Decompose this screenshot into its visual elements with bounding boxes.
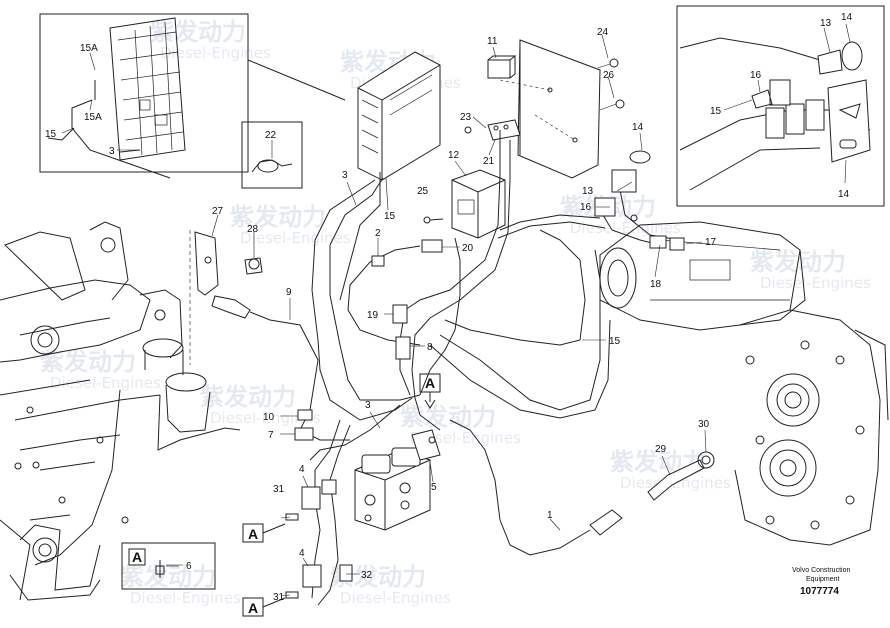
- callout-14: 14: [632, 122, 644, 133]
- callout-4: 4: [299, 464, 305, 475]
- callout-3: 3: [365, 400, 371, 411]
- callout-31: 31: [273, 484, 285, 495]
- callout-5: 5: [431, 482, 437, 493]
- legend-box-a: [121, 542, 216, 590]
- relay-box: [423, 169, 506, 239]
- callout-11: 11: [487, 36, 498, 47]
- callout-16: 16: [580, 202, 592, 213]
- callout-15: 15: [45, 129, 57, 140]
- callout-14: 14: [838, 189, 850, 200]
- watermark-brand: 紫发动力: [230, 203, 326, 231]
- valve-block: [354, 429, 441, 531]
- callout-13: 13: [820, 18, 832, 29]
- footer: Volvo Construction Equipment 1077774: [792, 567, 850, 597]
- watermark-sub: Diesel-Engines: [410, 429, 521, 447]
- watermark-layer: 紫发动力 Diesel-Engines 紫发动力 Diesel-Engines …: [40, 18, 871, 607]
- callout-7: 7: [268, 430, 274, 441]
- callout-15: 15: [710, 106, 722, 117]
- marker-a-mid: A: [248, 526, 258, 542]
- transmission-housing: [599, 221, 889, 546]
- watermark-brand: 紫发动力: [200, 383, 296, 411]
- leader-lines: [61, 23, 851, 597]
- callout-4: 4: [299, 548, 305, 559]
- callout-16: 16: [750, 70, 762, 81]
- callout-20: 20: [462, 243, 474, 254]
- watermark-sub: Diesel-Engines: [130, 589, 241, 607]
- callout-22: 22: [265, 130, 277, 141]
- callout-19: 19: [367, 310, 379, 321]
- inset-control-unit: [39, 13, 346, 179]
- watermark-sub: Diesel-Engines: [50, 374, 161, 392]
- watermark-sub: Diesel-Engines: [760, 274, 871, 292]
- watermark-sub: Diesel-Engines: [340, 589, 451, 607]
- callout-15: 15: [384, 211, 396, 222]
- callout-15: 15: [609, 336, 621, 347]
- callout-18: 18: [650, 279, 662, 290]
- watermark-sub: Diesel-Engines: [570, 219, 681, 237]
- callout-8: 8: [427, 342, 433, 353]
- callout-12: 12: [448, 150, 460, 161]
- callout-23: 23: [460, 112, 472, 123]
- cable-tie-inset: [241, 121, 303, 189]
- callout-14: 14: [841, 12, 853, 23]
- watermark-sub: Diesel-Engines: [210, 409, 321, 427]
- ecu-module: [339, 51, 441, 301]
- marker-a-top: A: [425, 375, 435, 391]
- callout-13: 13: [582, 186, 594, 197]
- connectors: [285, 150, 685, 599]
- callout-26: 26: [603, 70, 615, 81]
- callout-3: 3: [342, 170, 348, 181]
- callout-32: 32: [361, 570, 373, 581]
- a-markers: [242, 373, 441, 617]
- watermark-brand: 紫发动力: [40, 348, 136, 376]
- callout-9: 9: [286, 287, 292, 298]
- footer-line1: Volvo Construction: [792, 567, 850, 574]
- watermark-brand: 紫发动力: [400, 403, 496, 431]
- callout-1: 1: [547, 510, 553, 521]
- footer-line2: Equipment: [806, 576, 840, 583]
- callout-25: 25: [417, 186, 429, 197]
- callout-15a: 15A: [84, 112, 102, 123]
- watermark-sub: Diesel-Engines: [160, 44, 271, 62]
- callout-15a: 15A: [80, 43, 98, 54]
- inset-switch-panel: [676, 5, 885, 207]
- callout-30: 30: [698, 419, 710, 430]
- callout-6: 6: [186, 561, 192, 572]
- callout-21: 21: [483, 156, 495, 167]
- callout-28: 28: [247, 224, 259, 235]
- callout-31: 31: [273, 592, 285, 603]
- bracket-plate: [464, 39, 625, 179]
- sensors: [194, 231, 715, 556]
- callout-10: 10: [263, 412, 275, 423]
- callout-24: 24: [597, 27, 609, 38]
- callout-labels: 1 2 3 3 3 4 4 5 6 7 8 9 10 11 12 13 13 1…: [45, 12, 853, 603]
- watermark-sub: Diesel-Engines: [240, 229, 351, 247]
- watermark-brand: 紫发动力: [120, 563, 216, 591]
- footer-ref: 1077774: [800, 586, 839, 597]
- loader-frame: [0, 221, 241, 601]
- callout-3: 3: [109, 146, 115, 157]
- callout-17: 17: [705, 237, 717, 248]
- callout-29: 29: [655, 444, 667, 455]
- marker-a-bottom: A: [248, 600, 258, 616]
- callout-27: 27: [212, 206, 224, 217]
- marker-a-legend: A: [132, 549, 142, 565]
- watermark-brand: 紫发动力: [150, 18, 246, 46]
- a-marker-labels: A A A A: [132, 375, 435, 616]
- callout-2: 2: [375, 228, 381, 239]
